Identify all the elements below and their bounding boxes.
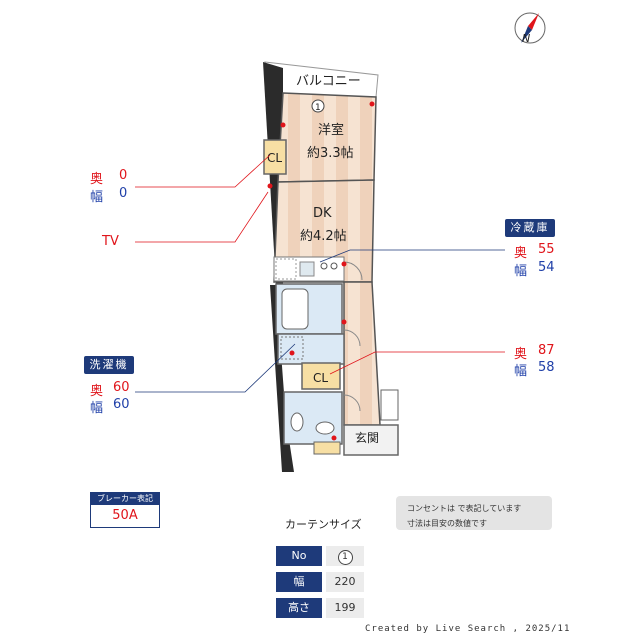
cl-lower-depth-label: 奥 <box>514 347 528 362</box>
balcony-label: バルコニー <box>296 74 361 89</box>
curtain-title: カーテンサイズ <box>285 518 362 531</box>
western-room-name: 洋室 <box>318 122 344 138</box>
compass-letter: N <box>522 32 530 45</box>
curtain-no-circle: 1 <box>337 550 353 565</box>
curtain-header-no: No <box>276 546 322 566</box>
washer-depth-value: 60 <box>113 380 130 395</box>
cl-upper-width-value: 0 <box>119 186 128 201</box>
curtain-value-no: 1 <box>326 546 364 566</box>
fridge-depth-value: 55 <box>538 242 555 257</box>
breaker-value: 50A <box>112 508 138 523</box>
cl-upper-depth-label: 奥 <box>90 172 104 187</box>
breaker-label: ブレーカー表記 <box>91 493 159 505</box>
washer-tag: 洗濯機 <box>84 356 134 374</box>
shoe-box <box>380 389 399 421</box>
compass-needle-north <box>528 13 539 30</box>
closet-lower <box>301 362 341 390</box>
outlet <box>289 350 295 356</box>
cl-lower-width-label: 幅 <box>514 364 528 379</box>
curtain-value-width: 220 <box>326 572 364 592</box>
leader-cl-lower <box>329 351 505 375</box>
note-outlet: コンセントは で表記しています <box>407 501 552 516</box>
bathtub <box>281 288 309 330</box>
fridge-width-label: 幅 <box>514 264 528 279</box>
storage-small <box>313 441 341 455</box>
leader-cl-upper <box>135 154 271 188</box>
tv-label: TV <box>102 234 119 249</box>
cl-upper-width-label: 幅 <box>90 190 104 205</box>
outlet <box>280 122 286 128</box>
closet-lower-label: CL <box>313 371 328 385</box>
stove-burner-2 <box>330 262 338 270</box>
window-number: 1 <box>315 103 321 113</box>
outlet <box>331 435 337 441</box>
outlet <box>369 101 375 107</box>
leader-fridge <box>319 249 505 263</box>
fridge-depth-label: 奥 <box>514 246 528 261</box>
stove-burner-1 <box>320 262 328 270</box>
door-swing-dk <box>343 261 363 281</box>
breaker-box: ブレーカー表記 50A <box>90 492 160 528</box>
washer-depth-label: 奥 <box>90 384 104 399</box>
closet-upper <box>263 139 287 175</box>
cl-lower-width-value: 58 <box>538 360 555 375</box>
note-dimensions: 寸法は目安の数値です <box>407 519 487 528</box>
western-room-size: 約3.3帖 <box>307 146 354 161</box>
floor-plan: 1 バルコニー 洋室 約3.3帖 DK 約4.2帖 CL CL 玄関 <box>135 61 505 472</box>
washroom <box>277 333 345 365</box>
outlet <box>267 183 273 189</box>
dk-name: DK <box>313 206 332 221</box>
compass-needle-south <box>521 26 532 43</box>
genkan-area <box>343 424 399 456</box>
sink <box>299 261 315 277</box>
window-marker <box>311 99 325 113</box>
washer-width-value: 60 <box>113 397 130 412</box>
notes-box: コンセントは で表記しています 寸法は目安の数値です <box>396 496 552 530</box>
leader-tv <box>135 191 269 243</box>
door-swing-toilet <box>343 394 361 412</box>
washer-width-label: 幅 <box>90 401 104 416</box>
note-outlet-text: コンセントは で表記しています <box>407 504 522 513</box>
compass: N <box>514 12 546 45</box>
fridge-tag: 冷蔵庫 <box>505 219 555 237</box>
compass-ring <box>514 12 546 44</box>
hallway-floor <box>343 281 381 426</box>
wash-basin <box>315 421 335 435</box>
genkan-label: 玄関 <box>355 430 379 445</box>
footer-credit: Created by Live Search , 2025/11 <box>365 624 571 634</box>
toilet <box>290 412 304 432</box>
curtain-header-height: 高さ <box>276 598 322 618</box>
leader-washer <box>135 343 296 393</box>
curtain-value-height: 199 <box>326 598 364 618</box>
door-swing-hall <box>343 329 361 347</box>
outlet <box>341 261 347 267</box>
fridge-space <box>275 258 297 280</box>
closet-upper-label: CL <box>267 151 282 165</box>
cl-lower-depth-value: 87 <box>538 343 555 358</box>
curtain-header-width: 幅 <box>276 572 322 592</box>
fridge-width-value: 54 <box>538 260 555 275</box>
cl-upper-depth-value: 0 <box>119 168 128 183</box>
dk-size: 約4.2帖 <box>300 229 347 244</box>
washer-space <box>280 336 304 360</box>
outlet <box>341 319 347 325</box>
